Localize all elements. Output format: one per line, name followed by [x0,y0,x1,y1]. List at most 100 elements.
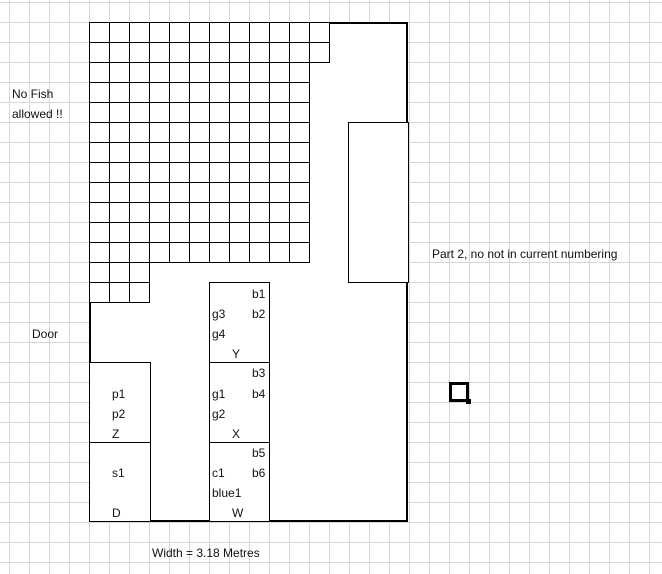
floor-tile [249,102,270,123]
label-g1: g1 [212,387,226,401]
floor-tile [89,42,110,63]
floor-tile [89,202,110,223]
floor-tile [129,242,150,263]
floor-tile [149,62,170,83]
label-p1: p1 [112,387,126,401]
no-fish-label-line2: allowed !! [12,107,63,121]
floor-tile [209,42,230,63]
floor-tile [149,102,170,123]
label-b5: b5 [252,446,266,460]
floor-tile [109,82,130,103]
floor-tile [169,22,190,43]
floor-tile [189,102,210,123]
floor-tile [189,222,210,243]
floor-tile [249,222,270,243]
floor-tile [209,22,230,43]
floor-tile [189,62,210,83]
label-g3: g3 [212,307,226,321]
floor-tile [249,242,270,263]
floor-tile [269,42,290,63]
floor-tile [89,122,110,143]
floor-tile [209,222,230,243]
part2-box [348,122,409,283]
block-s [89,442,151,522]
floor-tile [149,162,170,183]
floor-tile [229,202,250,223]
floor-tile [249,162,270,183]
part2-label: Part 2, no not in current numbering [432,247,618,261]
floor-tile [129,282,150,303]
floor-tile [189,22,210,43]
floor-tile [249,42,270,63]
floor-tile [109,162,130,183]
floor-tile [189,42,210,63]
floor-tile [309,42,330,63]
floor-tile [89,262,110,283]
floor-tile [89,162,110,183]
floor-tile [209,62,230,83]
floor-tile [89,22,110,43]
floor-tile [249,62,270,83]
floor-tile [209,202,230,223]
floor-tile [149,202,170,223]
floor-tile [229,222,250,243]
floor-tile [129,162,150,183]
label-p2: p2 [112,407,126,421]
floor-tile [269,242,290,263]
width-label: Width = 3.18 Metres [152,546,260,560]
floor-tile [249,142,270,163]
square-icon [449,382,469,402]
label-w: W [232,506,244,520]
label-blue1: blue1 [212,486,242,500]
no-fish-label-line1: No Fish [12,87,54,101]
floor-tile [229,42,250,63]
floor-tile [129,22,150,43]
floor-tile [109,182,130,203]
floor-tile [209,142,230,163]
floor-tile [269,122,290,143]
block-y [209,282,270,363]
floor-tile [109,282,130,303]
floor-tile [229,62,250,83]
floor-tile [169,182,190,203]
label-b1: b1 [252,287,266,301]
floor-tile [249,82,270,103]
floor-tile [289,82,310,103]
floor-tile [229,82,250,103]
floor-tile [109,222,130,243]
floor-tile [229,102,250,123]
label-d: D [112,506,121,520]
floor-tile [289,22,310,43]
floor-tile [269,142,290,163]
door-label: Door [32,327,59,341]
label-b3: b3 [252,366,266,380]
floor-tile [129,202,150,223]
floor-tile [289,182,310,203]
floor-tile [269,162,290,183]
floor-tile [309,22,330,43]
floor-tile [89,142,110,163]
floor-tile [169,62,190,83]
floor-tile [149,242,170,263]
label-c1: c1 [212,466,225,480]
floor-tile [189,142,210,163]
label-s1: s1 [112,466,125,480]
floor-tile [129,262,150,283]
label-z: Z [112,427,120,441]
floor-tile [289,242,310,263]
block-p [89,362,151,443]
floor-tile [169,142,190,163]
floor-tile [129,82,150,103]
floor-tile [289,222,310,243]
floor-tile [149,222,170,243]
floor-tile [169,222,190,243]
label-g2: g2 [212,407,226,421]
floor-tile [169,42,190,63]
floor-tile [249,182,270,203]
floor-tile [109,242,130,263]
floor-tile [229,182,250,203]
floor-tile [169,242,190,263]
floor-tile [289,122,310,143]
floor-tile [229,122,250,143]
floor-tile [89,222,110,243]
